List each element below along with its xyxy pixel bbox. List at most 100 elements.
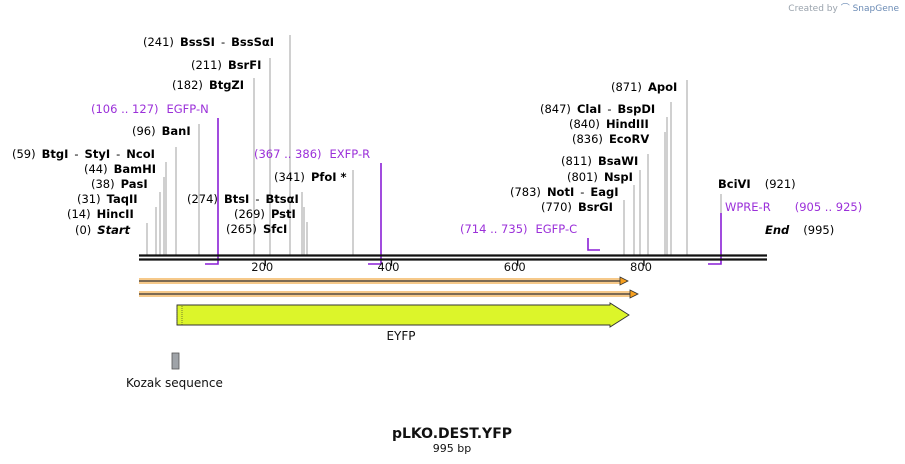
site-position: (274) — [187, 192, 218, 206]
site-name: BciVI — [718, 177, 751, 191]
site-name: ClaI — [577, 102, 601, 116]
site-name: BtgZI — [209, 78, 244, 92]
site-position: (770) — [541, 200, 572, 214]
site-position: (341) — [274, 170, 305, 184]
site-position: (811) — [561, 154, 592, 168]
site-name: BsrGI — [578, 200, 613, 214]
site-label: (783)NotI-EagI — [510, 185, 619, 199]
site-label: (182) BtgZI — [172, 78, 244, 92]
primer-label: (106 .. 127) EGFP-N — [91, 102, 209, 116]
site-position: (871) — [611, 80, 642, 94]
site-name: BamHI — [114, 162, 156, 176]
site-separator: - — [580, 185, 584, 199]
site-name: PstI — [271, 207, 296, 221]
site-position: (38) — [91, 177, 115, 191]
site-label: (341) PfoI * — [274, 170, 347, 184]
site-name: HindIII — [606, 117, 649, 131]
map-length: 995 bp — [433, 442, 471, 455]
site-name: EcoRV — [609, 132, 649, 146]
site-label: (770) BsrGI — [541, 200, 613, 214]
ruler-tick-label: 800 — [630, 260, 652, 274]
credit-prefix: Created by — [788, 4, 838, 14]
orf-1-arrowhead — [619, 276, 629, 286]
site-name-2: BtsαI — [265, 192, 298, 206]
site-name: NspI — [604, 170, 633, 184]
site-separator: - — [607, 102, 611, 116]
site-label: (38) PasI — [91, 177, 148, 191]
site-name-2: EagI — [590, 185, 618, 199]
site-position: (836) — [572, 132, 603, 146]
site-label: (241)BssSI-BssSαI — [143, 35, 274, 49]
primer-name: EXFP-R — [330, 147, 371, 161]
site-label: BciVI(921) — [718, 177, 796, 191]
site-name: PasI — [121, 177, 148, 191]
eyfp-start-mark — [176, 304, 183, 326]
orf-2-arrowhead — [629, 289, 639, 299]
site-label: (211) BsrFI — [191, 58, 261, 72]
site-name-2: BssSαI — [231, 35, 274, 49]
site-name: PfoI * — [311, 170, 347, 184]
site-separator: - — [221, 35, 225, 49]
site-name: End — [765, 223, 790, 237]
site-name: BanI — [162, 124, 191, 138]
site-labels: (0)Start(14)HincII(31)TaqII(38)PasI(44)B… — [12, 35, 834, 237]
site-position: (0) — [75, 223, 91, 237]
site-label: (269) PstI — [234, 207, 296, 221]
eyfp-label: EYFP — [386, 329, 415, 343]
site-label: (265)SfcI — [226, 222, 287, 236]
site-name: SfcI — [263, 222, 287, 236]
site-position: (840) — [569, 117, 600, 131]
site-position: (44) — [84, 162, 108, 176]
site-lines — [146, 35, 722, 255]
site-label: (801) NspI — [567, 170, 633, 184]
site-label: (840) HindIII — [569, 117, 649, 131]
kozak-label: Kozak sequence — [126, 376, 223, 390]
site-position: (269) — [234, 207, 265, 221]
site-label: End (995) — [765, 223, 834, 237]
site-name: BsrFI — [228, 58, 261, 72]
primer-name: EGFP-N — [167, 102, 209, 116]
site-name: TaqII — [107, 192, 138, 206]
site-position: (211) — [191, 58, 222, 72]
map-title: pLKO.DEST.YFP — [392, 426, 512, 442]
site-position: (783) — [510, 185, 541, 199]
site-name-2: BspDI — [618, 102, 656, 116]
site-label: (31) TaqII — [77, 192, 138, 206]
site-label: (811) BsaWI — [561, 154, 638, 168]
primer-mark — [205, 118, 219, 265]
primer-name: EGFP-C — [536, 222, 578, 236]
site-position: (995) — [803, 223, 834, 237]
site-label: (836) EcoRV — [572, 132, 649, 146]
site-separator: - — [255, 192, 259, 206]
site-label: (96) BanI — [132, 124, 191, 138]
site-separator: - — [116, 147, 120, 161]
kozak-feature — [171, 352, 180, 370]
ruler-tick-label: 600 — [504, 260, 526, 274]
site-name: BtgI — [42, 147, 69, 161]
site-label: (871)ApoI — [611, 80, 677, 94]
primer-range: (905 .. 925) — [795, 200, 863, 214]
site-position: (847) — [540, 102, 571, 116]
credit-brand: SnapGene — [852, 4, 899, 14]
primer-range: (367 .. 386) — [254, 147, 322, 161]
primer-label: (367 .. 386) EXFP-R — [254, 147, 370, 161]
snapgene-credit: Created by ⌒ SnapGene — [788, 1, 899, 14]
site-label: (847) ClaI-BspDI — [540, 102, 655, 116]
snapgene-logo: ⌒ — [840, 4, 850, 14]
site-name: BtsI — [224, 192, 249, 206]
site-name: BsaWI — [598, 154, 638, 168]
site-position: (182) — [172, 78, 203, 92]
primer-range: (106 .. 127) — [91, 102, 159, 116]
site-label: (59)BtgI-StyI-NcoI — [12, 147, 155, 161]
site-separator: - — [74, 147, 78, 161]
site-position: (14) — [67, 207, 91, 221]
site-position: (801) — [567, 170, 598, 184]
site-position: (96) — [132, 124, 156, 138]
site-position: (31) — [77, 192, 101, 206]
site-name-3: NcoI — [126, 147, 155, 161]
primer-label: WPRE-R(905 .. 925) — [725, 200, 862, 214]
site-label: (0)Start — [75, 223, 131, 237]
